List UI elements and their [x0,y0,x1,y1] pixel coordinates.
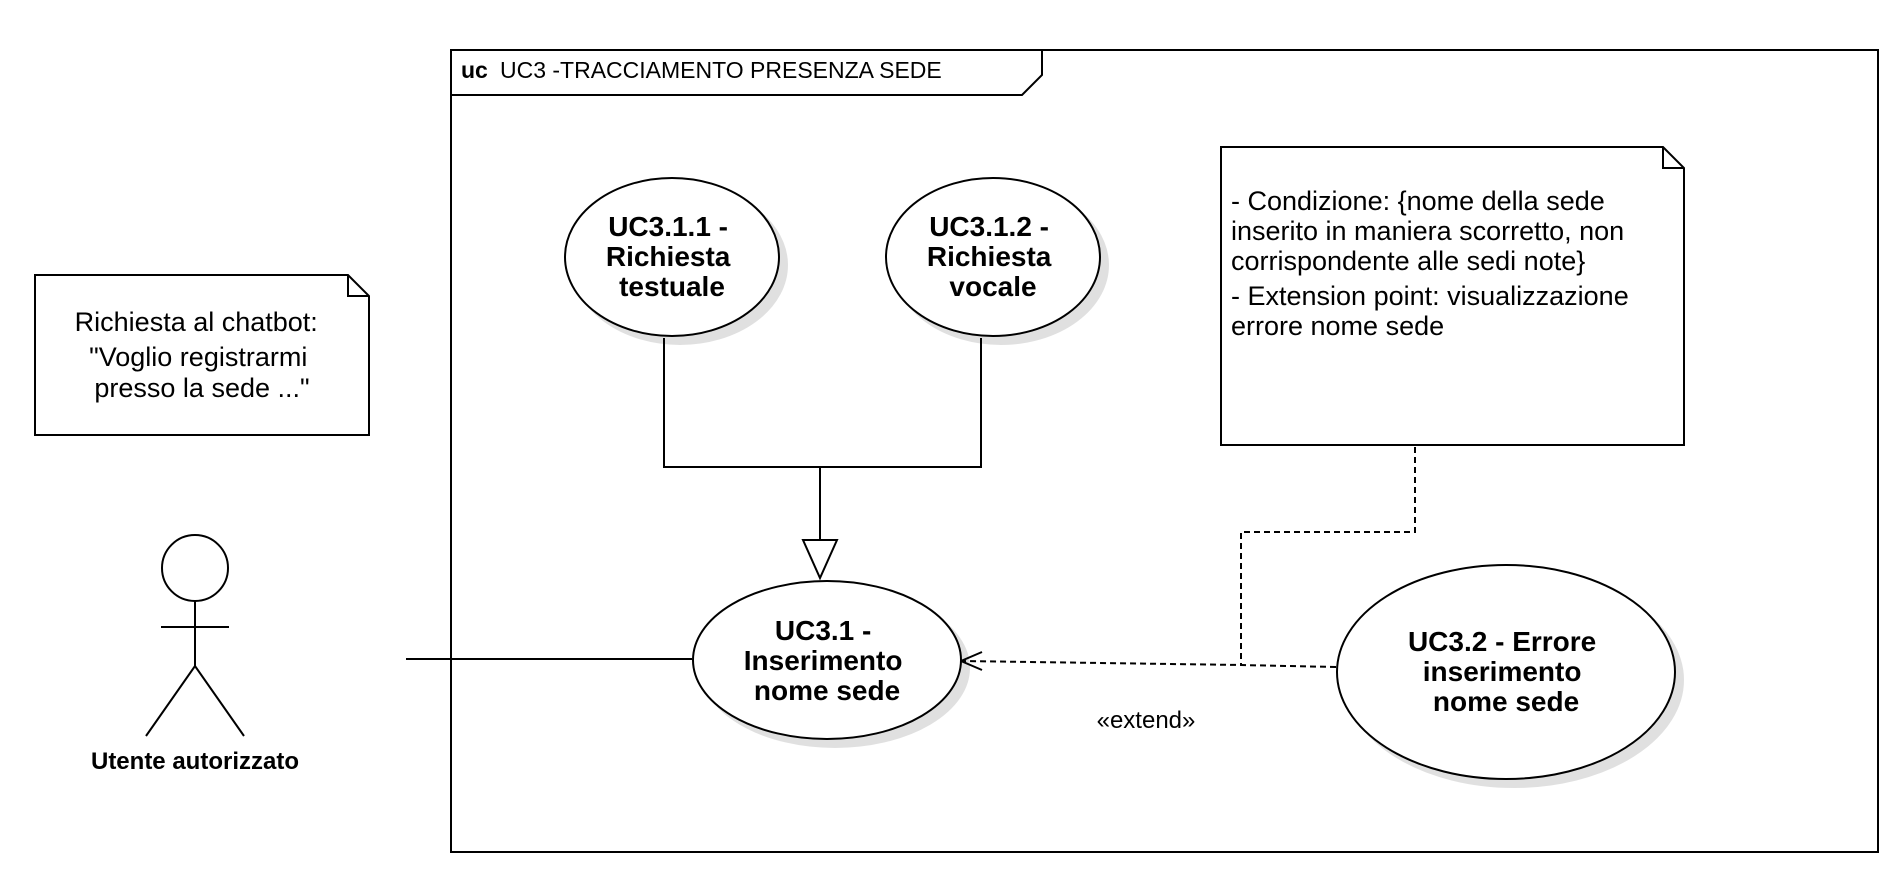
note-right-shape [1220,146,1685,446]
note-right-line: errore nome sede [1231,311,1444,341]
note-left-line: Richiesta al chatbot: [75,307,318,337]
usecase-label-line: nome sede [1433,686,1579,717]
note-right-line: corrispondente alle sedi note} [1231,246,1585,276]
actor-label: Utente autorizzato [91,748,299,775]
note-right-line: - Extension point: visualizzazione [1231,281,1629,311]
usecase-label-line: UC3.1.1 - [608,211,728,242]
usecase-label-line: Inserimento [744,645,903,676]
usecase-label-line: vocale [949,271,1036,302]
usecase-uc31: UC3.1 - Inserimento nome sede [692,580,962,740]
usecase-ellipse [692,580,962,740]
note-left-shape [34,274,370,436]
note-right-line: inserito in maniera scorretto, non [1231,216,1624,246]
usecase-ellipse [564,177,780,337]
generalization-arrowhead [801,539,839,581]
usecase-label-line: UC3.1 - [775,615,871,646]
frame-keyword: uc [461,57,488,83]
usecase-ellipse [885,177,1101,337]
note-left-text: Richiesta al chatbot: "Voglio registrarm… [75,307,326,403]
actor [145,534,245,737]
usecase-label: UC3.2 - Errore inserimento nome sede [1408,626,1604,717]
usecase-label-line: inserimento [1423,656,1582,687]
note-right: - Condizione: {nome della sede inserito … [1220,146,1685,446]
usecase-uc312: UC3.1.2 - Richiesta vocale [885,177,1101,337]
generalization-connector [663,338,982,581]
note-right-fold [1662,147,1684,169]
note-left-fold [347,275,369,297]
actor-head-icon [161,534,229,602]
usecase-label: UC3.1.1 - Richiesta testuale [606,211,738,302]
usecase-label-line: Richiesta [927,241,1052,272]
note-anchor-line [1240,447,1416,665]
note-left-line: presso la sede ..." [94,373,309,403]
note-left: Richiesta al chatbot: "Voglio registrarm… [34,274,370,436]
extend-label: «extend» [1097,707,1196,734]
usecase-uc311: UC3.1.1 - Richiesta testuale [564,177,780,337]
usecase-label-line: nome sede [754,675,900,706]
frame-tab [451,50,1043,96]
note-right-text: - Condizione: {nome della sede inserito … [1231,186,1636,341]
usecase-label-line: UC3.1.2 - [929,211,1049,242]
frame-title: UC3 -TRACCIAMENTO PRESENZA SEDE [500,57,942,83]
usecase-label-line: UC3.2 - Errore [1408,626,1596,657]
usecase-ellipse [1336,564,1676,780]
note-left-line: "Voglio registrarmi [89,342,307,372]
usecase-label-line: Richiesta [606,241,731,272]
usecase-label: UC3.1 - Inserimento nome sede [744,615,910,706]
note-right-line: - Condizione: {nome della sede [1231,186,1605,216]
actor-legs [145,664,245,737]
usecase-label: UC3.1.2 - Richiesta vocale [927,211,1059,302]
usecase-label-line: testuale [619,271,725,302]
generalization-branches [663,338,982,468]
usecase-uc32: UC3.2 - Errore inserimento nome sede [1336,564,1676,780]
